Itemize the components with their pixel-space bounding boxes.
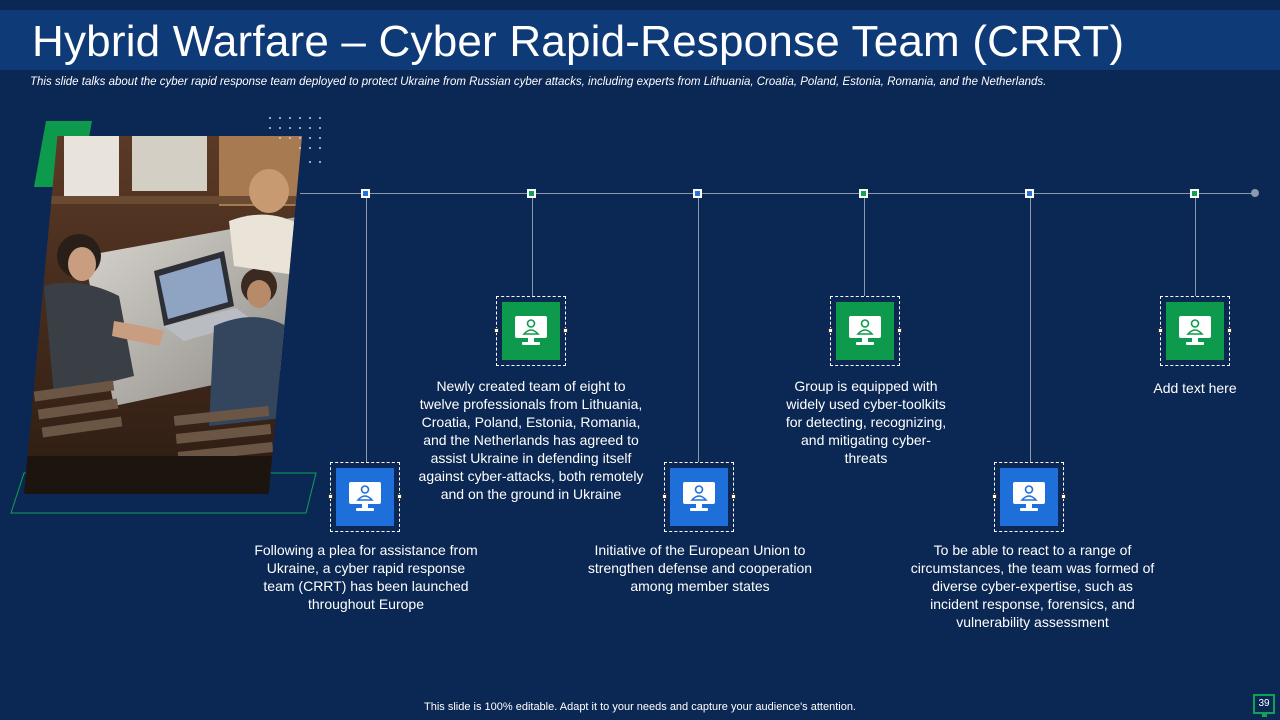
timeline-icon-card[interactable]: [662, 462, 736, 532]
timeline-text: Group is equipped with widely used cyber…: [785, 378, 947, 466]
timeline-icon-box: [836, 302, 894, 360]
resize-handle: [563, 328, 568, 333]
resize-handle: [1061, 494, 1066, 499]
timeline-line: [300, 193, 1256, 194]
footer-note: This slide is 100% editable. Adapt it to…: [424, 701, 856, 713]
resize-handle: [897, 328, 902, 333]
computer-user-icon: [515, 316, 547, 345]
timeline-icon-box: [336, 468, 394, 526]
timeline-connector: [1030, 198, 1031, 462]
resize-handle: [828, 328, 833, 333]
decorative-dot-grid: [269, 117, 321, 163]
slide-title: Hybrid Warfare – Cyber Rapid-Response Te…: [32, 17, 1125, 66]
timeline-end-dot: [1251, 189, 1259, 197]
resize-handle: [397, 494, 402, 499]
computer-user-icon: [1013, 482, 1045, 511]
computer-user-icon: [349, 482, 381, 511]
timeline-icon-box: [1000, 468, 1058, 526]
resize-handle: [1158, 328, 1163, 333]
resize-handle: [731, 494, 736, 499]
timeline-icon-box: [502, 302, 560, 360]
timeline-connector: [1195, 198, 1196, 296]
timeline-connector: [864, 198, 865, 296]
resize-handle: [662, 494, 667, 499]
computer-user-icon: [683, 482, 715, 511]
timeline-text: Initiative of the European Union to stre…: [587, 542, 813, 594]
title-bar: [0, 10, 1280, 70]
timeline-connector: [698, 198, 699, 462]
timeline-connector: [532, 198, 533, 296]
resize-handle: [494, 328, 499, 333]
resize-handle: [992, 494, 997, 499]
timeline-icon-card[interactable]: [494, 296, 568, 366]
timeline-icon-box: [670, 468, 728, 526]
timeline-text[interactable]: Add text here: [1153, 380, 1237, 396]
timeline-connector: [366, 198, 367, 462]
timeline-icon-box: [1166, 302, 1224, 360]
computer-user-icon: [1179, 316, 1211, 345]
timeline-node: [361, 189, 370, 198]
slide-subtitle: This slide talks about the cyber rapid r…: [30, 76, 1047, 88]
timeline-icon-card[interactable]: [328, 462, 402, 532]
timeline-icon-card[interactable]: [992, 462, 1066, 532]
team-photo: [24, 136, 302, 494]
timeline-node: [693, 189, 702, 198]
timeline-text: Following a plea for assistance from Ukr…: [254, 542, 478, 612]
timeline-node: [859, 189, 868, 198]
computer-user-icon: [849, 316, 881, 345]
monitor-stand-icon: [1262, 714, 1267, 717]
timeline-node: [1190, 189, 1199, 198]
resize-handle: [1227, 328, 1232, 333]
timeline-icon-card[interactable]: [1158, 296, 1232, 366]
resize-handle: [328, 494, 333, 499]
page-number: 39: [1253, 694, 1275, 714]
timeline-icon-card[interactable]: [828, 296, 902, 366]
timeline-text: Newly created team of eight to twelve pr…: [418, 378, 644, 502]
timeline-node: [1025, 189, 1034, 198]
timeline-text: To be able to react to a range of circum…: [910, 542, 1155, 630]
timeline-node: [527, 189, 536, 198]
